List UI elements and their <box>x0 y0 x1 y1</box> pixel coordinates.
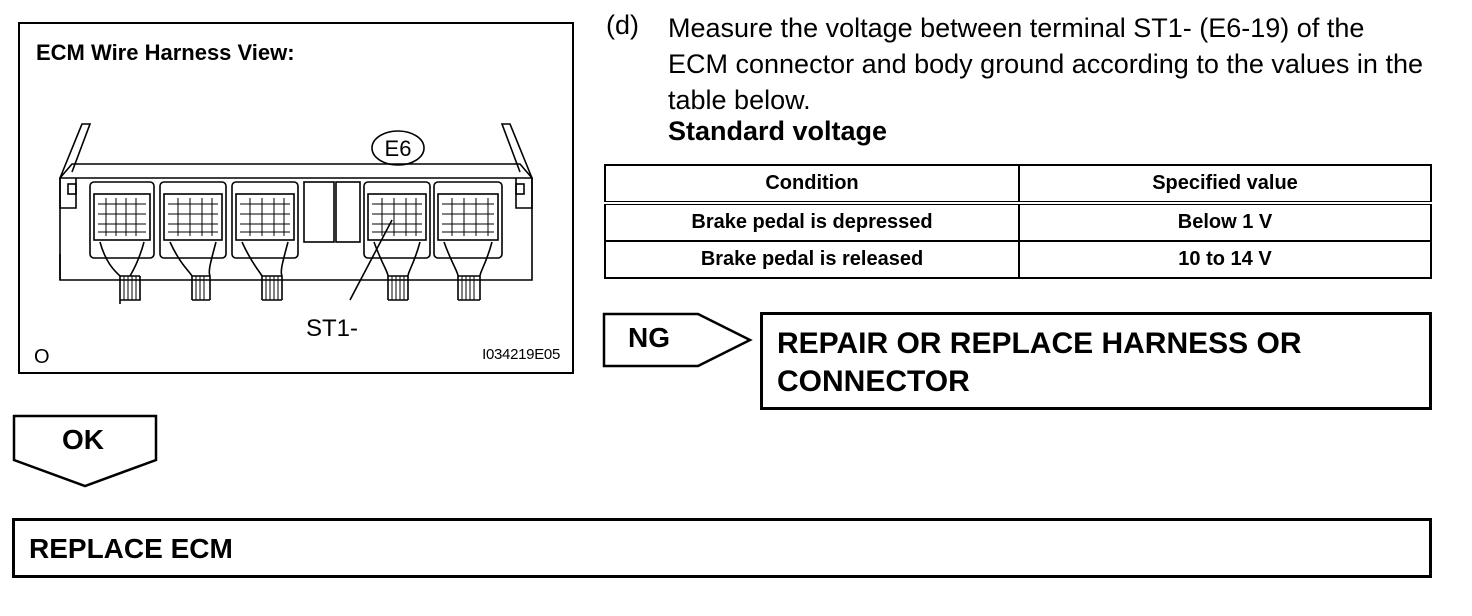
spec-table: Condition Specified value Brake pedal is… <box>604 164 1432 279</box>
table-header-row: Condition Specified value <box>604 164 1432 205</box>
table-cell: Below 1 V <box>1018 202 1432 242</box>
ecm-connector-illustration: E6 ST1- <box>59 123 533 342</box>
figure-image-id: I034219E05 <box>482 346 560 363</box>
ok-action-box: REPLACE ECM <box>12 518 1432 578</box>
figure-corner-mark: O <box>34 346 50 368</box>
table-cell: 10 to 14 V <box>1018 240 1432 279</box>
ecm-figure: E6 ST1- ECM Wire Harness View: O I034219… <box>18 22 574 374</box>
ok-arrow-shape <box>12 414 158 488</box>
table-cell: Brake pedal is released <box>604 240 1020 279</box>
connector-label-e6: E6 <box>385 136 412 161</box>
figure-title: ECM Wire Harness View: <box>36 40 295 65</box>
ng-action-text: REPAIR OR REPLACE HARNESS OR CONNECTOR <box>777 327 1302 398</box>
table-row: Brake pedal is depressed Below 1 V <box>604 202 1432 242</box>
terminal-label-st1: ST1- <box>306 315 358 342</box>
table-cell: Brake pedal is depressed <box>604 202 1020 242</box>
standard-voltage-label: Standard voltage <box>668 116 888 146</box>
ok-action-text: REPLACE ECM <box>29 533 233 564</box>
ng-action-box: REPAIR OR REPLACE HARNESS OR CONNECTOR <box>760 312 1432 410</box>
ng-label: NG <box>628 322 670 353</box>
step-instruction: Measure the voltage between terminal ST1… <box>668 13 1423 115</box>
table-row: Brake pedal is released 10 to 14 V <box>604 240 1432 279</box>
ok-label: OK <box>62 424 104 455</box>
table-header-condition: Condition <box>604 164 1020 205</box>
ng-arrow-shape <box>602 312 753 368</box>
table-header-specified-value: Specified value <box>1018 164 1432 205</box>
step-letter: (d) <box>606 10 639 40</box>
